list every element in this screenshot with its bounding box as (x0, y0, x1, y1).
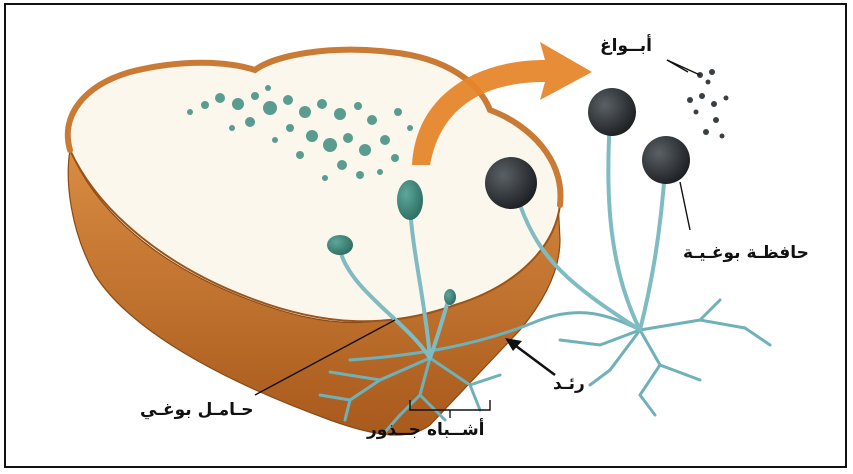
label-stolon: رئـد (553, 374, 585, 394)
young-sporangium (327, 235, 353, 255)
mature-sporangium (588, 88, 636, 136)
young-sporangium (444, 289, 456, 305)
label-spores: أبــواغ (600, 36, 652, 56)
label-sporangium: حافظـة بوغـيـة (683, 243, 809, 263)
stolon-pointer-arrow (512, 343, 555, 375)
label-sporangiophore: حـامـل بوغـي (140, 400, 254, 420)
young-sporangium (397, 180, 423, 220)
mature-sporangium (642, 136, 690, 184)
released-spores (687, 69, 729, 139)
label-rhizoids: أشــباه جــذور (367, 420, 485, 440)
mature-sporangium (485, 157, 537, 209)
